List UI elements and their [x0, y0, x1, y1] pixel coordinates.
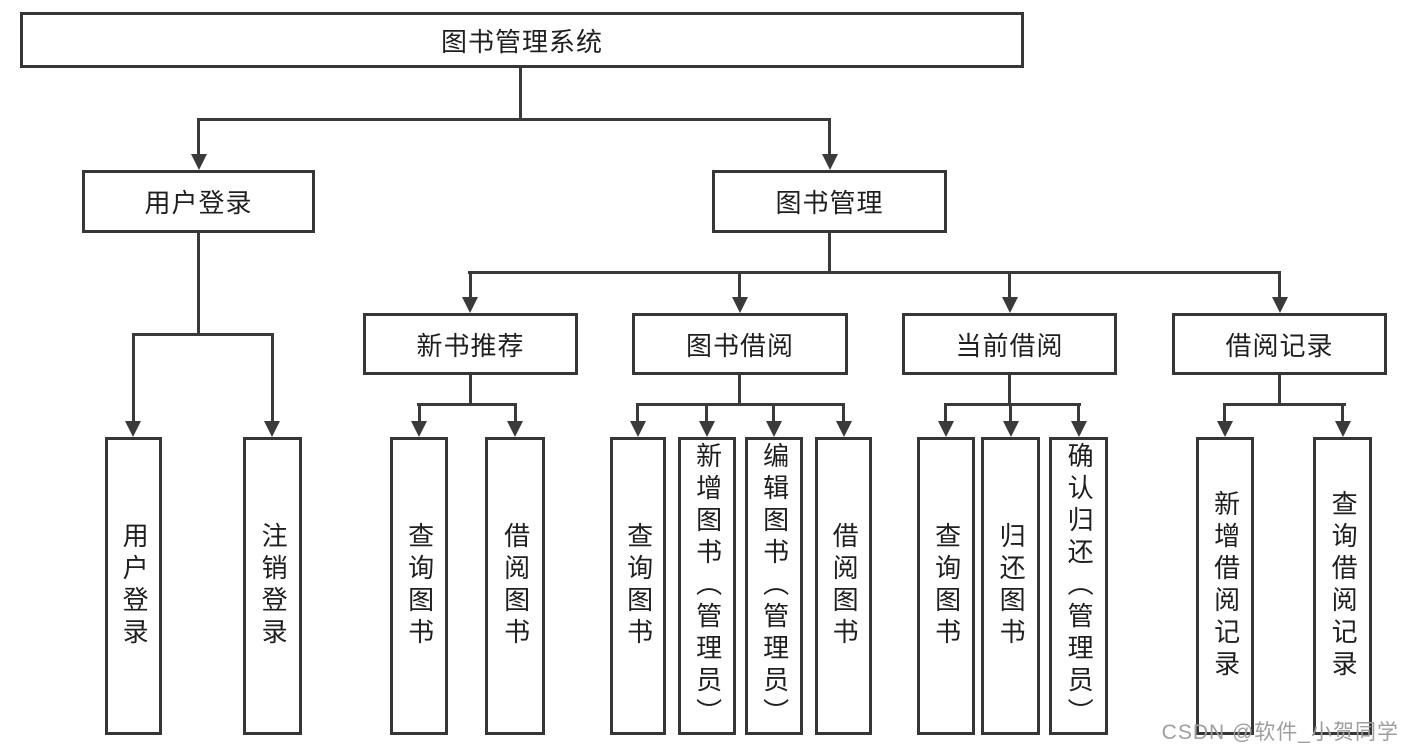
leaf-label: 查询借阅记录: [1328, 490, 1359, 682]
connector-line: [469, 375, 472, 405]
arrowhead-down-icon: [125, 421, 141, 437]
arrowhead-down-icon: [1217, 421, 1233, 437]
connector-line: [132, 333, 135, 421]
node-user-login: 用户登录: [82, 170, 315, 233]
leaf-label: 借阅图书: [829, 522, 860, 650]
connector-line: [514, 403, 517, 421]
connector-line: [1278, 375, 1281, 405]
connector-line: [1008, 375, 1011, 405]
node-new-book-recommend: 新书推荐: [363, 313, 578, 375]
arrowhead-down-icon: [264, 421, 280, 437]
connector-line: [944, 403, 1081, 406]
connector-line: [842, 403, 845, 421]
connector-line: [636, 403, 639, 421]
connector-line: [418, 403, 421, 421]
arrowhead-down-icon: [1335, 421, 1351, 437]
connector-line: [738, 375, 741, 405]
connector-line: [828, 233, 831, 274]
csdn-watermark: CSDN @软件_小贺同学: [1161, 721, 1399, 744]
leaf-query-books-recommend: 查询图书: [390, 437, 448, 735]
connector-line: [1341, 403, 1344, 421]
leaf-borrow-books: 借阅图书: [815, 437, 872, 735]
leaf-confirm-return-admin: 确认归还（管理员）: [1049, 437, 1108, 735]
leaf-label: 查询图书: [931, 522, 962, 650]
arrowhead-down-icon: [1003, 421, 1019, 437]
leaf-label: 用户登录: [119, 522, 150, 650]
leaf-borrow-books-recommend: 借阅图书: [485, 437, 545, 735]
leaf-add-books-admin: 新增图书（管理员）: [678, 437, 736, 735]
connector-line: [469, 271, 472, 297]
arrowhead-down-icon: [699, 421, 715, 437]
arrowhead-down-icon: [1071, 421, 1087, 437]
leaf-label: 编辑图书（管理员）: [759, 442, 790, 730]
node-book-management: 图书管理: [712, 170, 947, 233]
leaf-query-books-current: 查询图书: [917, 437, 975, 735]
connector-line: [468, 271, 1281, 274]
connector-line: [519, 68, 522, 120]
connector-line: [772, 403, 775, 421]
leaf-label: 新增借阅记录: [1210, 490, 1241, 682]
connector-line: [1008, 271, 1011, 297]
leaf-query-books-borrow: 查询图书: [610, 437, 666, 735]
connector-line: [705, 403, 708, 421]
arrowhead-down-icon: [836, 421, 852, 437]
leaf-user-login: 用户登录: [105, 437, 162, 735]
leaf-label: 查询图书: [623, 522, 654, 650]
connector-line: [197, 118, 200, 154]
leaf-label: 归还图书: [996, 522, 1027, 650]
connector-line: [738, 271, 741, 297]
connector-line: [944, 403, 947, 421]
leaf-query-borrow-record: 查询借阅记录: [1313, 437, 1372, 735]
arrowhead-down-icon: [766, 421, 782, 437]
leaf-return-books: 归还图书: [981, 437, 1040, 735]
leaf-logout: 注销登录: [243, 437, 302, 735]
connector-line: [1077, 403, 1080, 421]
arrowhead-down-icon: [630, 421, 646, 437]
connector-line: [636, 403, 844, 406]
node-current-borrow: 当前借阅: [902, 313, 1117, 375]
leaf-add-borrow-record: 新增借阅记录: [1196, 437, 1254, 735]
arrowhead-down-icon: [411, 421, 427, 437]
connector-line: [271, 333, 274, 421]
arrowhead-down-icon: [1272, 297, 1288, 313]
arrowhead-down-icon: [462, 297, 478, 313]
leaf-label: 查询图书: [404, 522, 435, 650]
node-library-management-system: 图书管理系统: [20, 12, 1024, 68]
leaf-label: 确认归还（管理员）: [1064, 442, 1095, 730]
arrowhead-down-icon: [822, 154, 838, 170]
arrowhead-down-icon: [1002, 297, 1018, 313]
connector-line: [132, 333, 274, 336]
node-borrow-records: 借阅记录: [1172, 313, 1387, 375]
leaf-edit-books-admin: 编辑图书（管理员）: [745, 437, 803, 735]
arrowhead-down-icon: [191, 154, 207, 170]
connector-line: [197, 233, 200, 335]
connector-line: [1223, 403, 1226, 421]
connector-line: [1223, 403, 1346, 406]
leaf-label: 新增图书（管理员）: [692, 442, 723, 730]
connector-line: [828, 118, 831, 154]
connector-line: [197, 118, 831, 121]
connector-line: [1278, 271, 1281, 297]
node-book-borrow: 图书借阅: [632, 313, 848, 375]
connector-line: [417, 403, 516, 406]
connector-line: [1009, 403, 1012, 421]
leaf-label: 注销登录: [258, 522, 289, 650]
arrowhead-down-icon: [938, 421, 954, 437]
leaf-label: 借阅图书: [500, 522, 531, 650]
arrowhead-down-icon: [732, 297, 748, 313]
arrowhead-down-icon: [507, 421, 523, 437]
